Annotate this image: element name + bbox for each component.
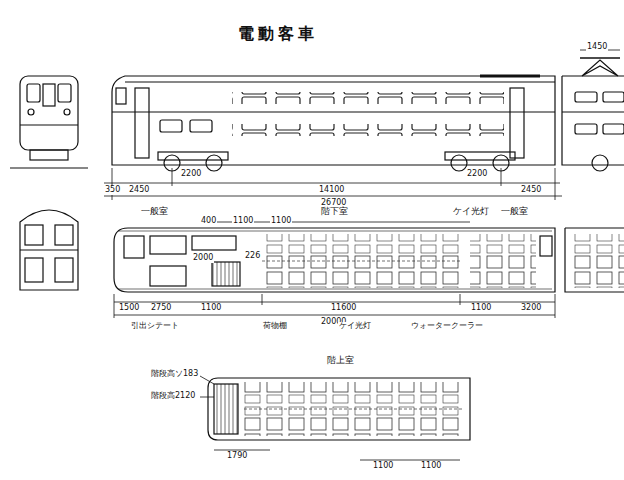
part-label: 階段高2120 xyxy=(150,392,196,401)
part-label: 一般室 xyxy=(140,207,169,217)
part-label: ウォータークーラー xyxy=(410,322,484,331)
dimension: 400 xyxy=(200,217,217,226)
dimension: 2000 xyxy=(192,254,214,263)
dimension: 226 xyxy=(244,252,261,261)
dimension: 1100 xyxy=(372,462,394,471)
pantograph xyxy=(582,60,618,76)
dimension: 2750 xyxy=(150,304,172,313)
dimension: 1100 xyxy=(270,217,292,226)
dimension: 14100 xyxy=(318,186,345,195)
part-label: 引出シテート xyxy=(130,322,180,331)
dimension: 2200 xyxy=(466,170,488,179)
dimension: 3200 xyxy=(520,304,542,313)
dimension: 2200 xyxy=(180,170,202,179)
part-label: 荷物棚 xyxy=(262,322,288,331)
dimension: 1100 xyxy=(232,217,254,226)
part-label: 階段高ソ183 xyxy=(150,370,199,379)
dimension: 1100 xyxy=(420,462,442,471)
dimension: 2450 xyxy=(128,186,150,195)
title: 電動客車 xyxy=(238,24,318,45)
dimension: 2450 xyxy=(520,186,542,195)
part-label: 一般室 xyxy=(500,207,529,217)
part-label: ケイ光灯 xyxy=(338,322,372,331)
dimension: 1500 xyxy=(118,304,140,313)
dimension: 11600 xyxy=(330,304,357,313)
part-label: 階上室 xyxy=(326,356,355,366)
front-view xyxy=(20,76,78,150)
part-label: 階下室 xyxy=(320,207,349,217)
plan-lower xyxy=(114,228,555,292)
dimension: 1790 xyxy=(226,452,248,461)
car-body-side xyxy=(112,76,555,165)
dimension: 1100 xyxy=(470,304,492,313)
dimension: 1450 xyxy=(586,43,608,52)
dimension: 1100 xyxy=(200,304,222,313)
dimension: 350 xyxy=(104,186,121,195)
section-view xyxy=(20,210,78,290)
plan-upper xyxy=(208,378,470,440)
part-label: ケイ光灯 xyxy=(452,207,490,217)
